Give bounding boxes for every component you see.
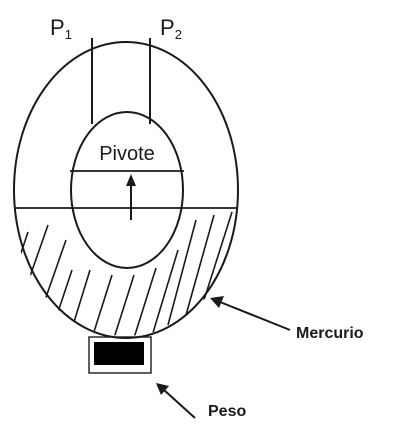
label-p2: P2 xyxy=(160,15,182,42)
outer-ring xyxy=(13,41,239,339)
pivot-arrow-head xyxy=(126,174,136,186)
weight-arrow-shaft xyxy=(163,389,196,419)
mercury-arrow-head xyxy=(210,296,224,308)
weight-block xyxy=(94,342,144,365)
mercury-hatching xyxy=(14,211,233,336)
weight-housing xyxy=(88,336,152,374)
inner-ring xyxy=(70,111,184,269)
label-pivot: Pivote xyxy=(99,143,155,165)
label-p1: P1 xyxy=(50,15,72,42)
label-mercury: Mercurio xyxy=(296,325,364,342)
label-weight: Peso xyxy=(208,403,246,420)
weight-arrow-head xyxy=(156,383,169,395)
mercury-arrow-shaft xyxy=(219,301,291,331)
